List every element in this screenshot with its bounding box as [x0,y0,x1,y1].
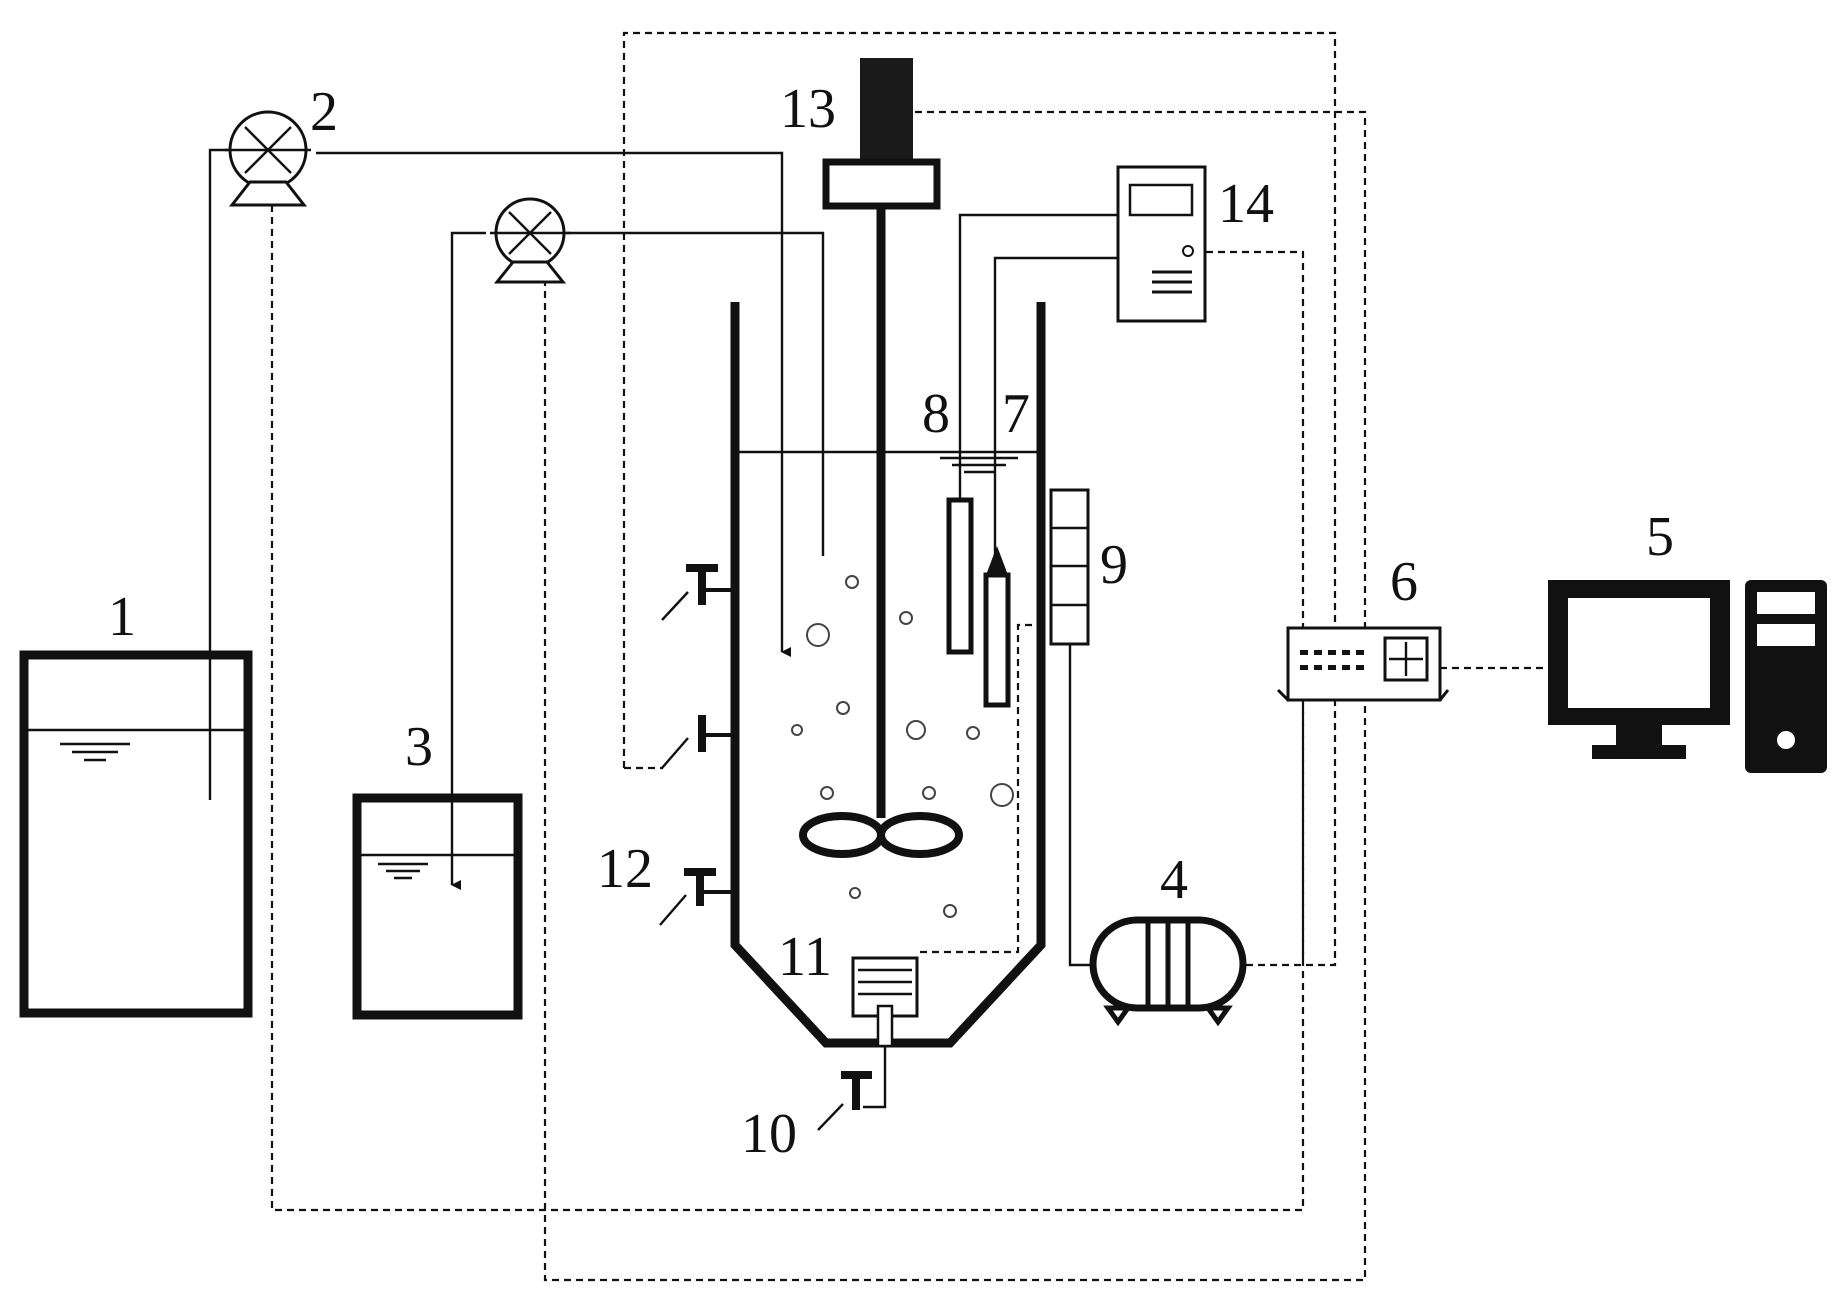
sampling-valve-upper [661,564,735,621]
label-7: 7 [1002,383,1030,445]
label-6: 6 [1390,551,1418,613]
air-bubbles [791,575,1014,978]
effluent-pump [490,197,570,284]
sampling-valve-12 [659,868,735,926]
controller-6 [1276,626,1450,702]
label-5: 5 [1646,506,1674,568]
air-compressor-4 [1089,916,1247,1027]
feed-pump [225,110,311,207]
stirrer-assembly [799,58,963,858]
flowmeter-9 [1049,488,1090,646]
effluent-tank [352,793,523,1020]
label-3: 3 [405,716,433,778]
probe-8 [946,497,974,655]
label-9: 9 [1100,534,1128,596]
drain-valve-10 [817,1071,872,1131]
meter-14 [1116,165,1207,323]
probe-7 [983,546,1011,708]
air-diffuser-11 [851,956,919,1048]
label-2: 2 [310,81,338,143]
label-13: 13 [780,78,836,140]
computer-5 [1548,580,1827,773]
feed-tank [19,650,253,1018]
label-1: 1 [108,586,136,648]
label-10: 10 [741,1103,797,1165]
label-4: 4 [1160,849,1188,911]
liquid-lines [208,148,1118,1109]
label-12: 12 [597,838,653,900]
sampling-valve-middle [661,715,735,769]
label-8: 8 [922,383,950,445]
control-signal-lines [270,31,1545,1282]
label-11: 11 [778,926,832,988]
label-14: 14 [1218,173,1274,235]
